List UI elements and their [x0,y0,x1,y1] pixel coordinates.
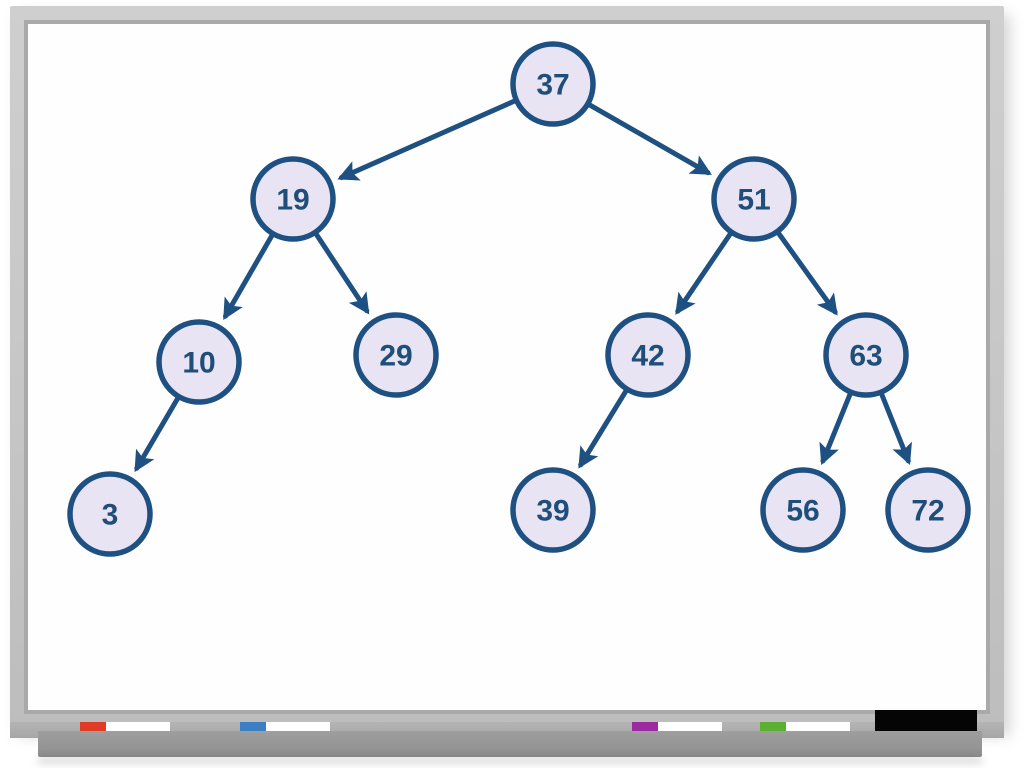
node-label-3: 3 [102,499,119,532]
node-label-29: 29 [379,340,412,373]
node-circle-39[interactable] [510,467,596,553]
node-label-42: 42 [631,340,664,373]
node-circle-63[interactable] [823,312,909,398]
tree-node-42[interactable]: 42 [605,312,691,398]
tree-node-39[interactable]: 39 [510,467,596,553]
node-circle-3[interactable] [67,471,153,557]
node-label-72: 72 [911,495,944,528]
tree-node-3[interactable]: 3 [67,471,153,557]
node-circle-56[interactable] [760,467,846,553]
node-circle-72[interactable] [885,467,971,553]
node-label-37: 37 [536,69,569,102]
pen-tray-front [38,731,982,757]
tree-node-51[interactable]: 51 [711,156,797,242]
node-label-51: 51 [737,184,770,217]
node-label-56: 56 [786,495,819,528]
node-circle-10[interactable] [156,319,242,405]
tree-node-72[interactable]: 72 [885,467,971,553]
tree-node-10[interactable]: 10 [156,319,242,405]
tree-node-19[interactable]: 19 [250,156,336,242]
tree-nodes: 37 19 51 10 29 42 63 3 39 56 72 [67,41,971,557]
node-label-39: 39 [536,495,569,528]
node-label-19: 19 [276,184,309,217]
node-circle-51[interactable] [711,156,797,242]
node-circle-37[interactable] [510,41,596,127]
node-circle-19[interactable] [250,156,336,242]
tree-node-29[interactable]: 29 [353,312,439,398]
tree-node-37[interactable]: 37 [510,41,596,127]
node-label-63: 63 [849,340,882,373]
tree-node-63[interactable]: 63 [823,312,909,398]
node-label-10: 10 [182,347,215,380]
tree-node-56[interactable]: 56 [760,467,846,553]
node-circle-42[interactable] [605,312,691,398]
node-circle-29[interactable] [353,312,439,398]
